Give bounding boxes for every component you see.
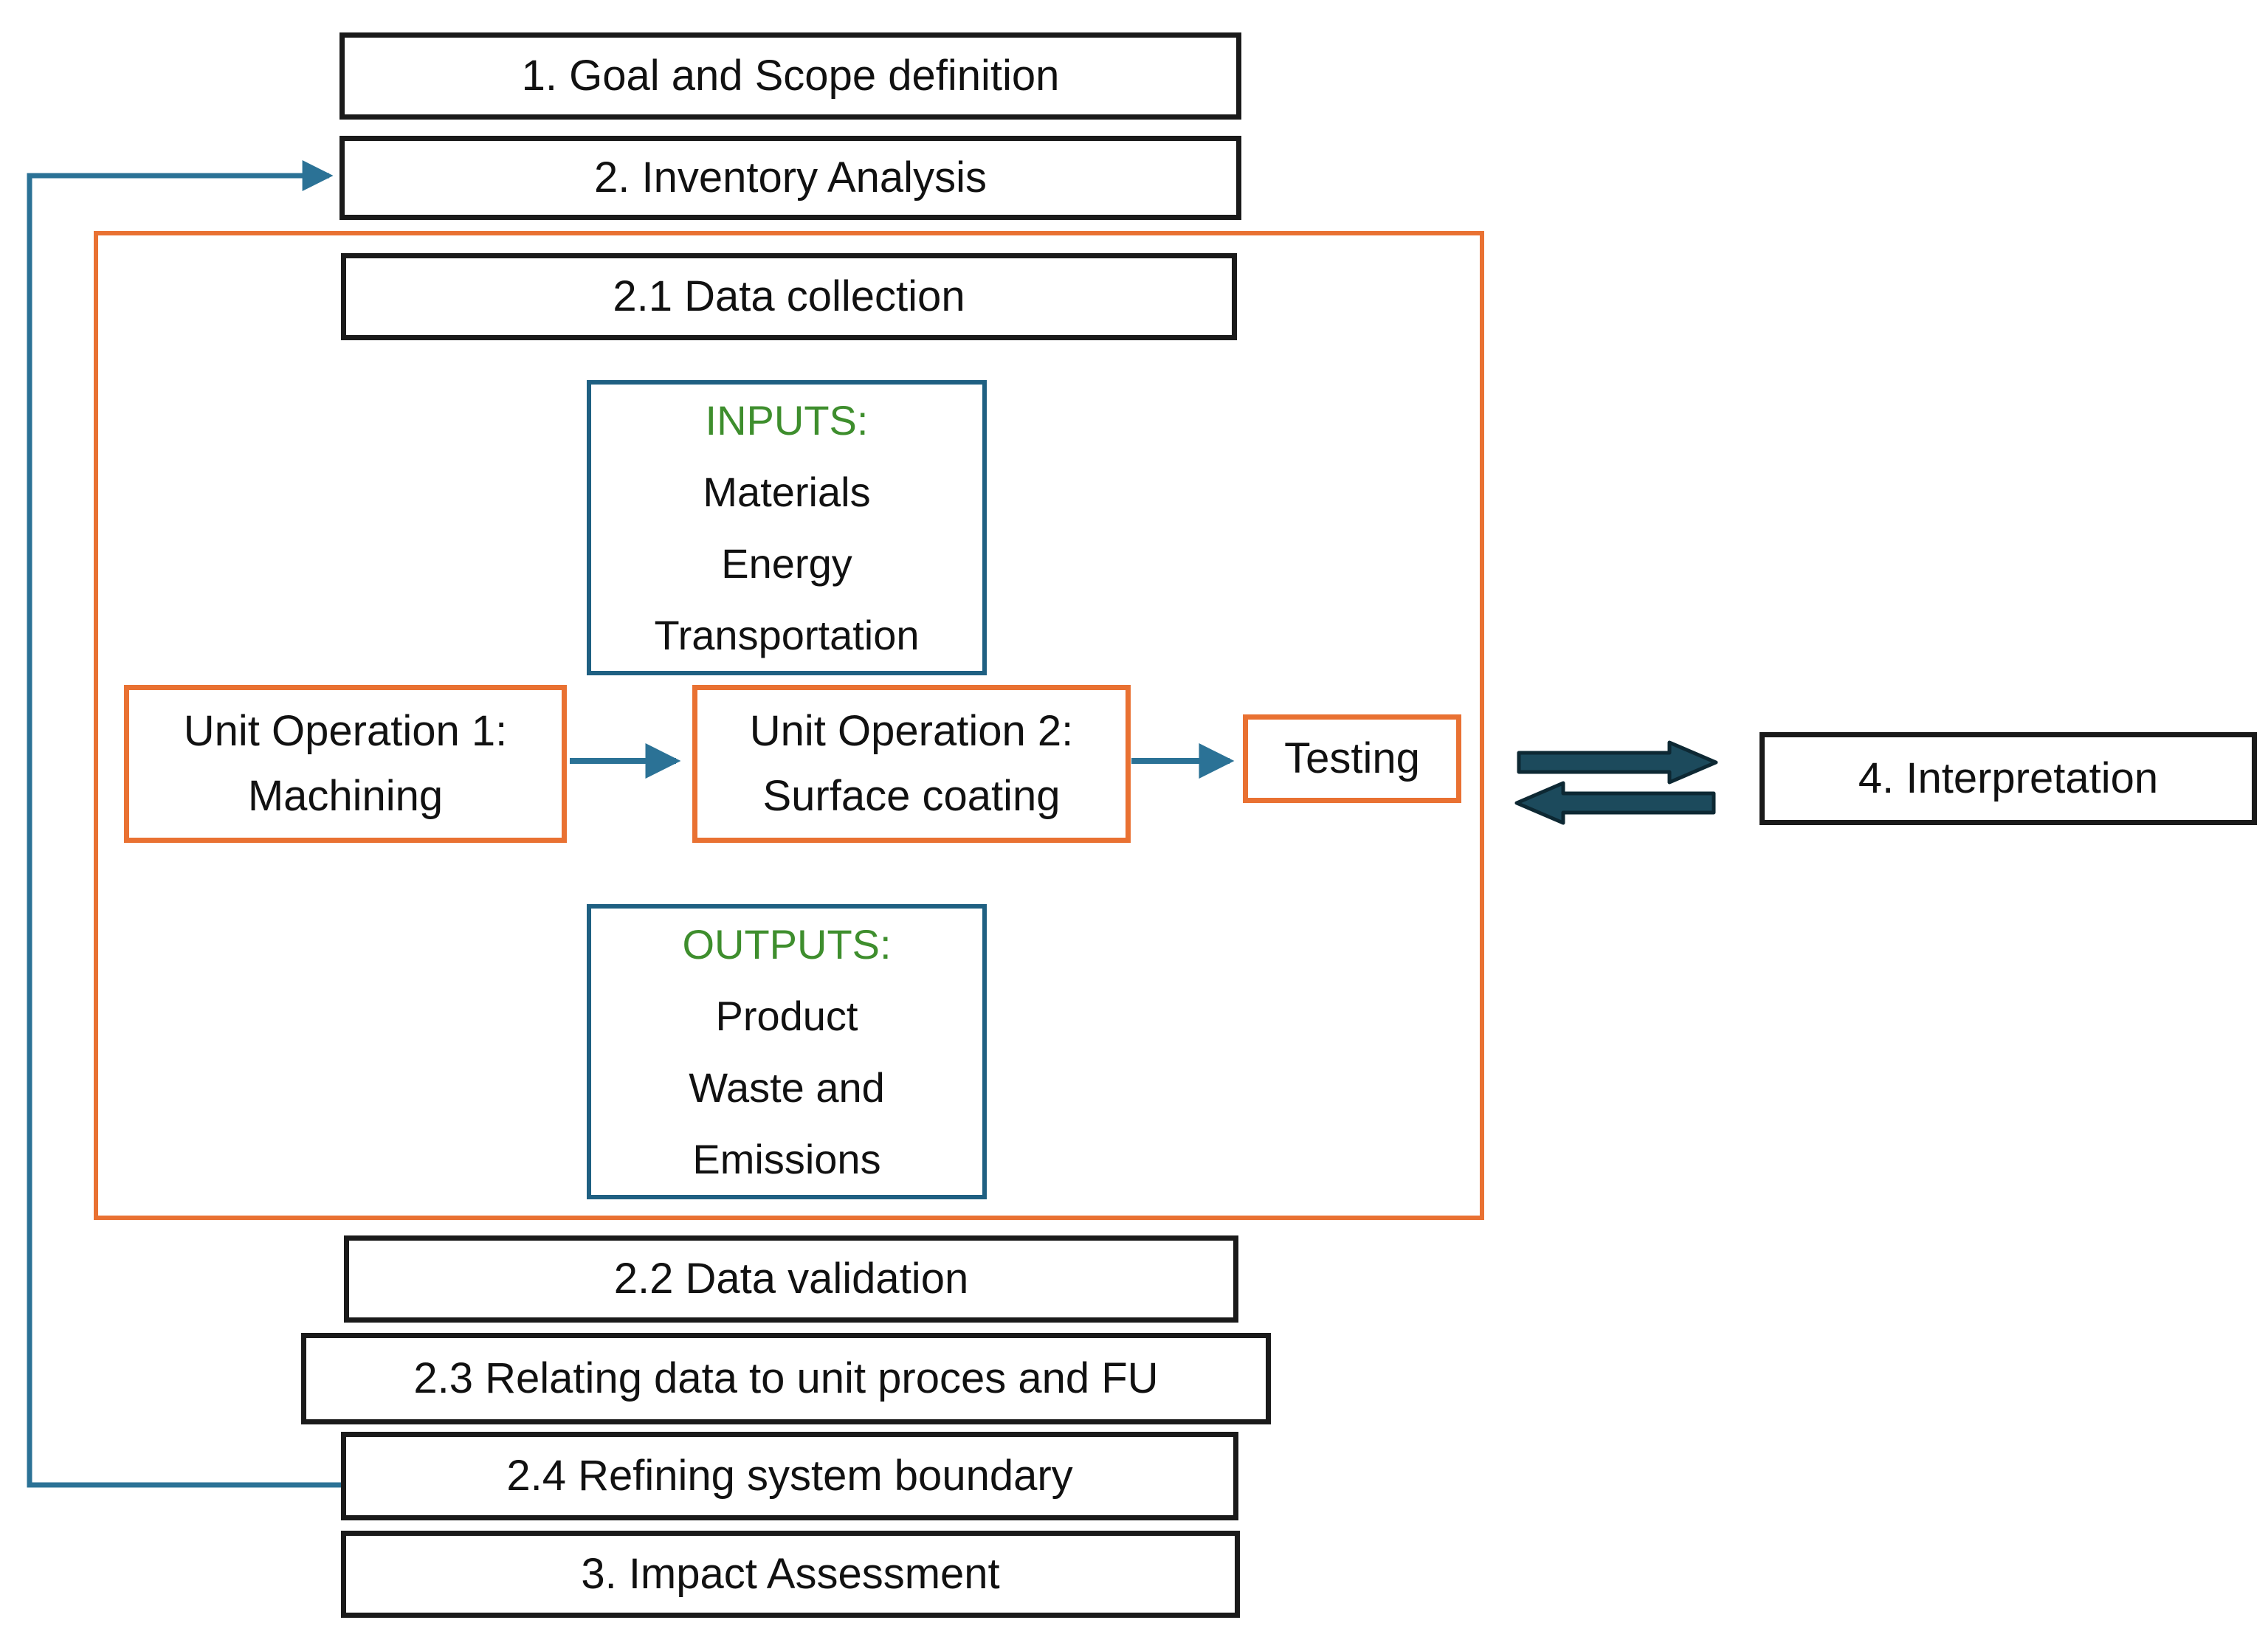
unit-operation-2-title: Unit Operation 2:: [749, 707, 1074, 755]
step-refining-boundary-label: 2.4 Refining system boundary: [506, 1451, 1073, 1500]
step-inventory-analysis-box: 2. Inventory Analysis: [339, 136, 1241, 220]
step-data-collection-label: 2.1 Data collection: [613, 272, 965, 320]
outputs-heading: OUTPUTS:: [682, 921, 892, 968]
step-impact-assessment-box: 3. Impact Assessment: [341, 1531, 1240, 1618]
inputs-item-transportation: Transportation: [654, 612, 920, 658]
step-data-validation-box: 2.2 Data validation: [344, 1235, 1238, 1323]
unit-operation-1-subtitle: Machining: [247, 772, 444, 820]
inputs-item-materials: Materials: [703, 469, 871, 515]
outputs-item-product: Product: [715, 993, 858, 1039]
interpretation-arrow-right: [1517, 740, 1718, 785]
step-interpretation-label: 4. Interpretation: [1858, 754, 2159, 802]
unit-operation-1-title: Unit Operation 1:: [183, 707, 508, 755]
step-inventory-analysis-label: 2. Inventory Analysis: [594, 153, 987, 201]
interpretation-arrow-left: [1514, 781, 1716, 825]
testing-box: Testing: [1243, 714, 1461, 803]
step-goal-and-scope-label: 1. Goal and Scope definition: [521, 51, 1060, 100]
step-data-validation-label: 2.2 Data validation: [613, 1254, 969, 1303]
unit-operation-2-subtitle: Surface coating: [762, 772, 1061, 820]
outputs-box: OUTPUTS: Product Waste and Emissions: [587, 904, 987, 1199]
step-refining-boundary-box: 2.4 Refining system boundary: [341, 1432, 1238, 1520]
outputs-item-emissions: Emissions: [692, 1136, 881, 1182]
inputs-heading: INPUTS:: [705, 397, 869, 444]
outputs-item-waste: Waste and: [689, 1064, 885, 1111]
unit-operation-2-box: Unit Operation 2: Surface coating: [692, 685, 1131, 843]
step-interpretation-box: 4. Interpretation: [1759, 732, 2257, 825]
inputs-item-energy: Energy: [721, 540, 852, 587]
step-relating-data-label: 2.3 Relating data to unit proces and FU: [413, 1354, 1159, 1402]
inputs-box: INPUTS: Materials Energy Transportation: [587, 380, 987, 675]
testing-label: Testing: [1284, 734, 1420, 782]
step-impact-assessment-label: 3. Impact Assessment: [581, 1549, 1000, 1598]
step-data-collection-box: 2.1 Data collection: [341, 253, 1237, 340]
step-relating-data-box: 2.3 Relating data to unit proces and FU: [301, 1333, 1271, 1424]
unit-operation-1-box: Unit Operation 1: Machining: [124, 685, 567, 843]
step-goal-and-scope-box: 1. Goal and Scope definition: [339, 32, 1241, 120]
